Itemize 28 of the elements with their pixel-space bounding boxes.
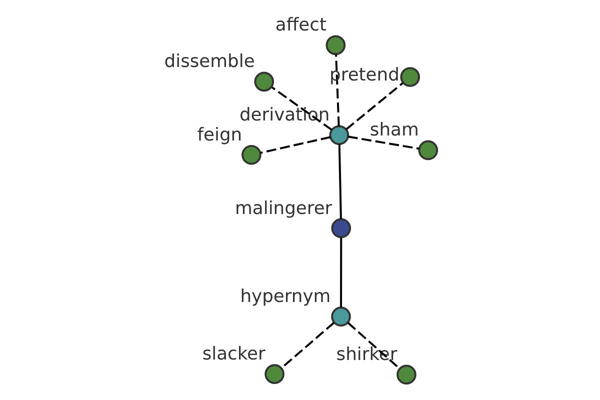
connector <box>345 82 403 130</box>
node-label: feign <box>196 124 242 146</box>
node-circle <box>264 364 284 384</box>
node-label: dissemble <box>164 51 254 72</box>
connector <box>347 136 419 150</box>
connector <box>334 54 340 126</box>
node-label: affect <box>274 14 326 36</box>
node-circle <box>254 72 274 92</box>
connector <box>270 86 332 131</box>
node-circle <box>328 125 349 146</box>
connector <box>338 144 342 219</box>
node-circle <box>241 144 261 165</box>
connector <box>346 322 400 370</box>
connector <box>260 136 330 154</box>
node-label: sham <box>369 120 418 141</box>
node-circle <box>325 35 346 56</box>
node-label: malingerer <box>234 198 332 219</box>
node-label: pretend <box>329 64 399 86</box>
node-label: derivation <box>238 104 330 126</box>
node-label: hypernym <box>240 286 330 308</box>
node-circle <box>330 218 351 238</box>
node-circle <box>330 306 350 326</box>
node-circle <box>400 67 420 87</box>
connector <box>340 238 342 308</box>
node-circle <box>418 140 438 160</box>
node-label: shirker <box>336 344 397 366</box>
node-circle <box>396 364 416 385</box>
node-label: slacker <box>202 344 265 365</box>
